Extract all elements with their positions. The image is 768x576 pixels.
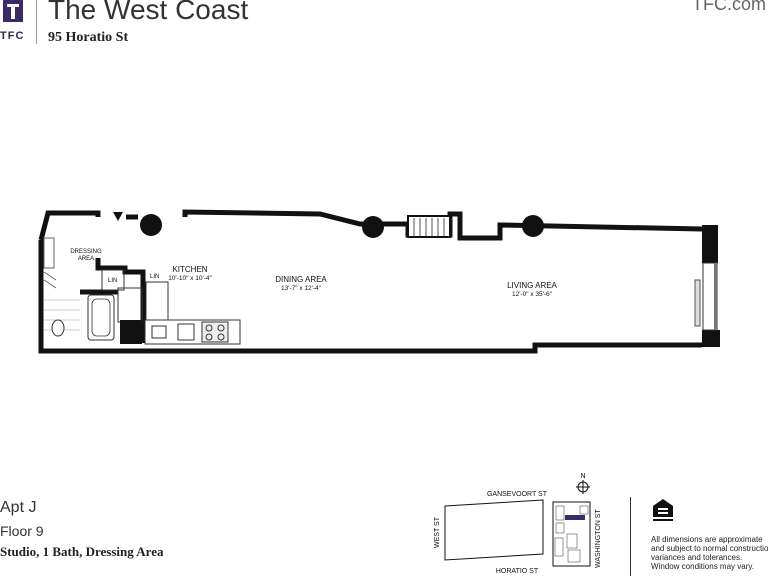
header-divider: [36, 0, 37, 44]
logo-text: TFC: [0, 30, 25, 42]
street-gansevoort: GANSEVOORT ST: [487, 491, 548, 498]
website-link[interactable]: TFC.com: [692, 0, 766, 14]
building-title: The West Coast: [48, 0, 249, 25]
room-dims-living: 12'-0" x 35'-6": [512, 291, 553, 298]
room-label-dressing-2: AREA: [78, 256, 94, 262]
disclaimer-line: Window conditions may vary.: [651, 562, 754, 571]
tfc-logo-mark: [3, 0, 23, 22]
room-label-living: LIVING AREA: [507, 281, 557, 290]
unit-location-marker: [565, 515, 585, 520]
street-west: WEST ST: [434, 516, 441, 548]
tfc-logo: TFC: [0, 0, 27, 44]
disclaimer-line: and subject to normal construction: [651, 544, 768, 553]
room-label-kitchen: KITCHEN: [172, 265, 207, 274]
key-map: N GANSEVOORT ST HORATIO ST WEST ST WASHI…: [434, 473, 602, 575]
room-dims-dining: 13'-7" x 12'-4": [281, 285, 322, 292]
unit-description: Studio, 1 Bath, Dressing Area: [0, 544, 164, 559]
disclaimer-line: All dimensions are approximate: [651, 535, 763, 544]
room-label-linen-2: LIN: [150, 274, 159, 280]
room-dims-kitchen: 10'-10" x 10'-4": [168, 275, 212, 282]
footer-divider: [630, 497, 631, 576]
equal-housing-icon: [653, 499, 673, 521]
room-label-dining: DINING AREA: [275, 275, 327, 284]
room-label-dressing: DRESSING: [70, 249, 102, 255]
floor-number: Floor 9: [0, 523, 44, 539]
disclaimer: All dimensions are approximate and subje…: [651, 535, 768, 571]
disclaimer-line: variances and tolerances.: [651, 553, 743, 562]
street-horatio: HORATIO ST: [496, 568, 539, 575]
floor-plan: DRESSING AREA LIN LIN KITCHEN 10'-10" x …: [38, 209, 720, 354]
room-label-linen-1: LIN: [108, 278, 117, 284]
building-address: 95 Horatio St: [48, 30, 129, 45]
street-washington: WASHINGTON ST: [595, 509, 602, 568]
north-label: N: [580, 473, 585, 480]
north-compass-icon: N: [576, 473, 590, 494]
apartment-number: Apt J: [0, 499, 37, 516]
